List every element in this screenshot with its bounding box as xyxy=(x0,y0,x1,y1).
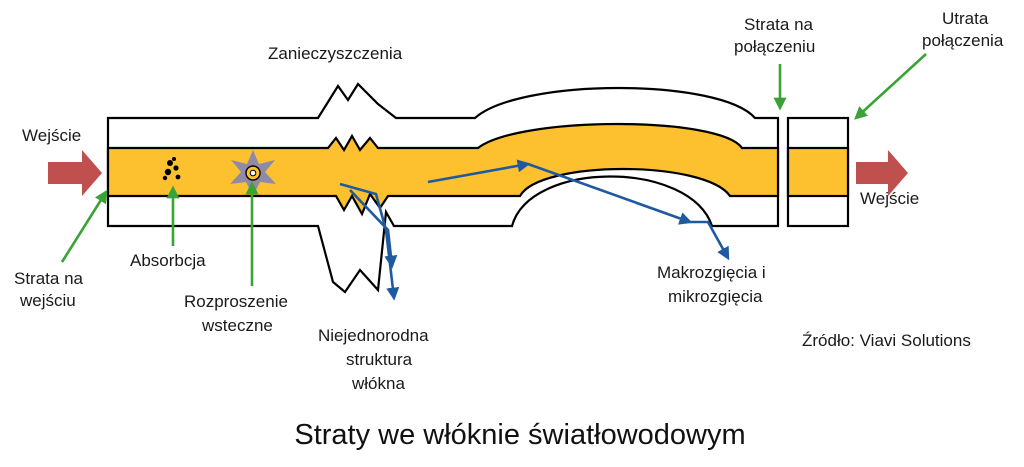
label-bending-1: Makrozgięcia i xyxy=(657,263,766,282)
ray-bend-2 xyxy=(690,220,730,261)
label-connection-loss-2: połączenia xyxy=(922,31,1004,50)
arrow-connection-loss xyxy=(854,53,927,120)
fiber-core xyxy=(106,122,780,217)
label-nonuniform-1: Niejednorodna xyxy=(318,326,429,345)
ray-bend-1 xyxy=(527,162,693,225)
label-connection-loss-1: Utrata xyxy=(942,9,989,28)
scatter-star-icon xyxy=(230,150,276,196)
label-input-loss-1: Strata na xyxy=(14,269,84,288)
light-rays xyxy=(339,159,730,301)
label-nonuniform-2: struktura xyxy=(346,350,413,369)
label-contamination: Zanieczyszczenia xyxy=(268,44,403,63)
label-input-left: Wejście xyxy=(22,126,81,145)
label-backscatter-2: wsteczne xyxy=(201,316,273,335)
absorption-particles-icon xyxy=(162,157,181,181)
label-nonuniform-3: włókna xyxy=(351,374,405,393)
input-arrow-icon xyxy=(48,150,102,196)
ray-main xyxy=(427,159,531,184)
label-source: Źródło: Viavi Solutions xyxy=(802,331,971,350)
diagram-title: Straty we włóknie światłowodowym xyxy=(294,419,745,451)
ray-nonuniform-2 xyxy=(349,189,398,269)
label-input-loss-2: wejściu xyxy=(19,291,76,310)
arrow-input-loss xyxy=(60,189,108,263)
label-absorption: Absorbcja xyxy=(130,251,206,270)
indicator-arrows xyxy=(60,53,927,286)
label-splice-loss-2: połączeniu xyxy=(734,37,815,56)
label-bending-2: mikrozgięcia xyxy=(668,287,763,306)
output-arrow-icon xyxy=(856,150,908,196)
connector-segment-core xyxy=(786,146,850,198)
label-backscatter-1: Rozproszenie xyxy=(184,292,288,311)
label-splice-loss-1: Strata na xyxy=(744,15,814,34)
label-output-right: Wejście xyxy=(860,189,919,208)
